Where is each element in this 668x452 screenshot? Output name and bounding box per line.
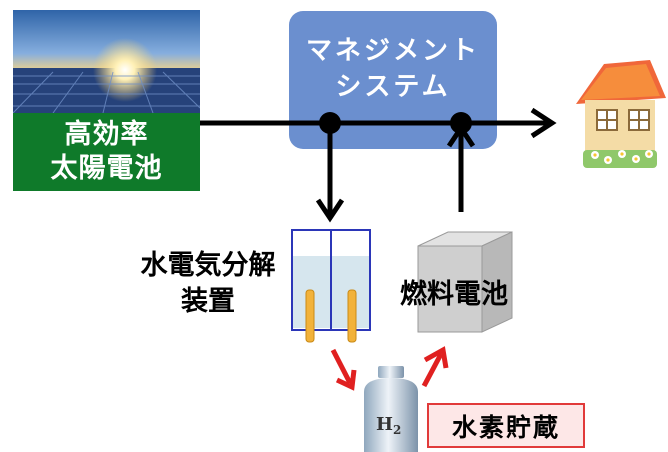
arrow-electrolyzer-to-tank (330, 348, 357, 391)
solar-panel-illustration (13, 10, 200, 113)
electrolyzer-label: 水電気分解 装置 (128, 248, 288, 320)
hydrogen-storage-label: 水素貯蔵 (427, 403, 585, 448)
main-power-line (200, 107, 557, 139)
arrow-tank-to-fuel-cell (421, 346, 449, 388)
management-system-line1: マネジメント (305, 36, 480, 66)
hydrogen-tank-icon: H2 (364, 366, 418, 452)
management-system-line2: システム (335, 72, 451, 102)
electrolyzer-label-line1: 水電気分解 (140, 250, 276, 281)
solar-panel-image (13, 10, 200, 113)
solar-cell-label: 高効率 太陽電池 (13, 113, 200, 191)
house-icon (576, 60, 666, 168)
svg-text:H2: H2 (376, 414, 401, 437)
junction-dot-fuel-cell (450, 112, 472, 134)
electrolyzer-label-line2: 装置 (181, 286, 235, 317)
arrow-to-electrolyzer (315, 123, 345, 223)
hydrogen-formula: H (376, 414, 393, 435)
fuel-cell-icon (417, 231, 513, 333)
hydrogen-subscript: 2 (393, 423, 401, 437)
fuel-cell-label: 燃料電池 (400, 279, 508, 310)
solar-cell-label-line1: 高効率 (64, 119, 149, 150)
solar-cell-label-line2: 太陽電池 (50, 153, 163, 184)
arrow-from-fuel-cell (446, 123, 476, 212)
electrolyzer-icon (291, 229, 371, 343)
